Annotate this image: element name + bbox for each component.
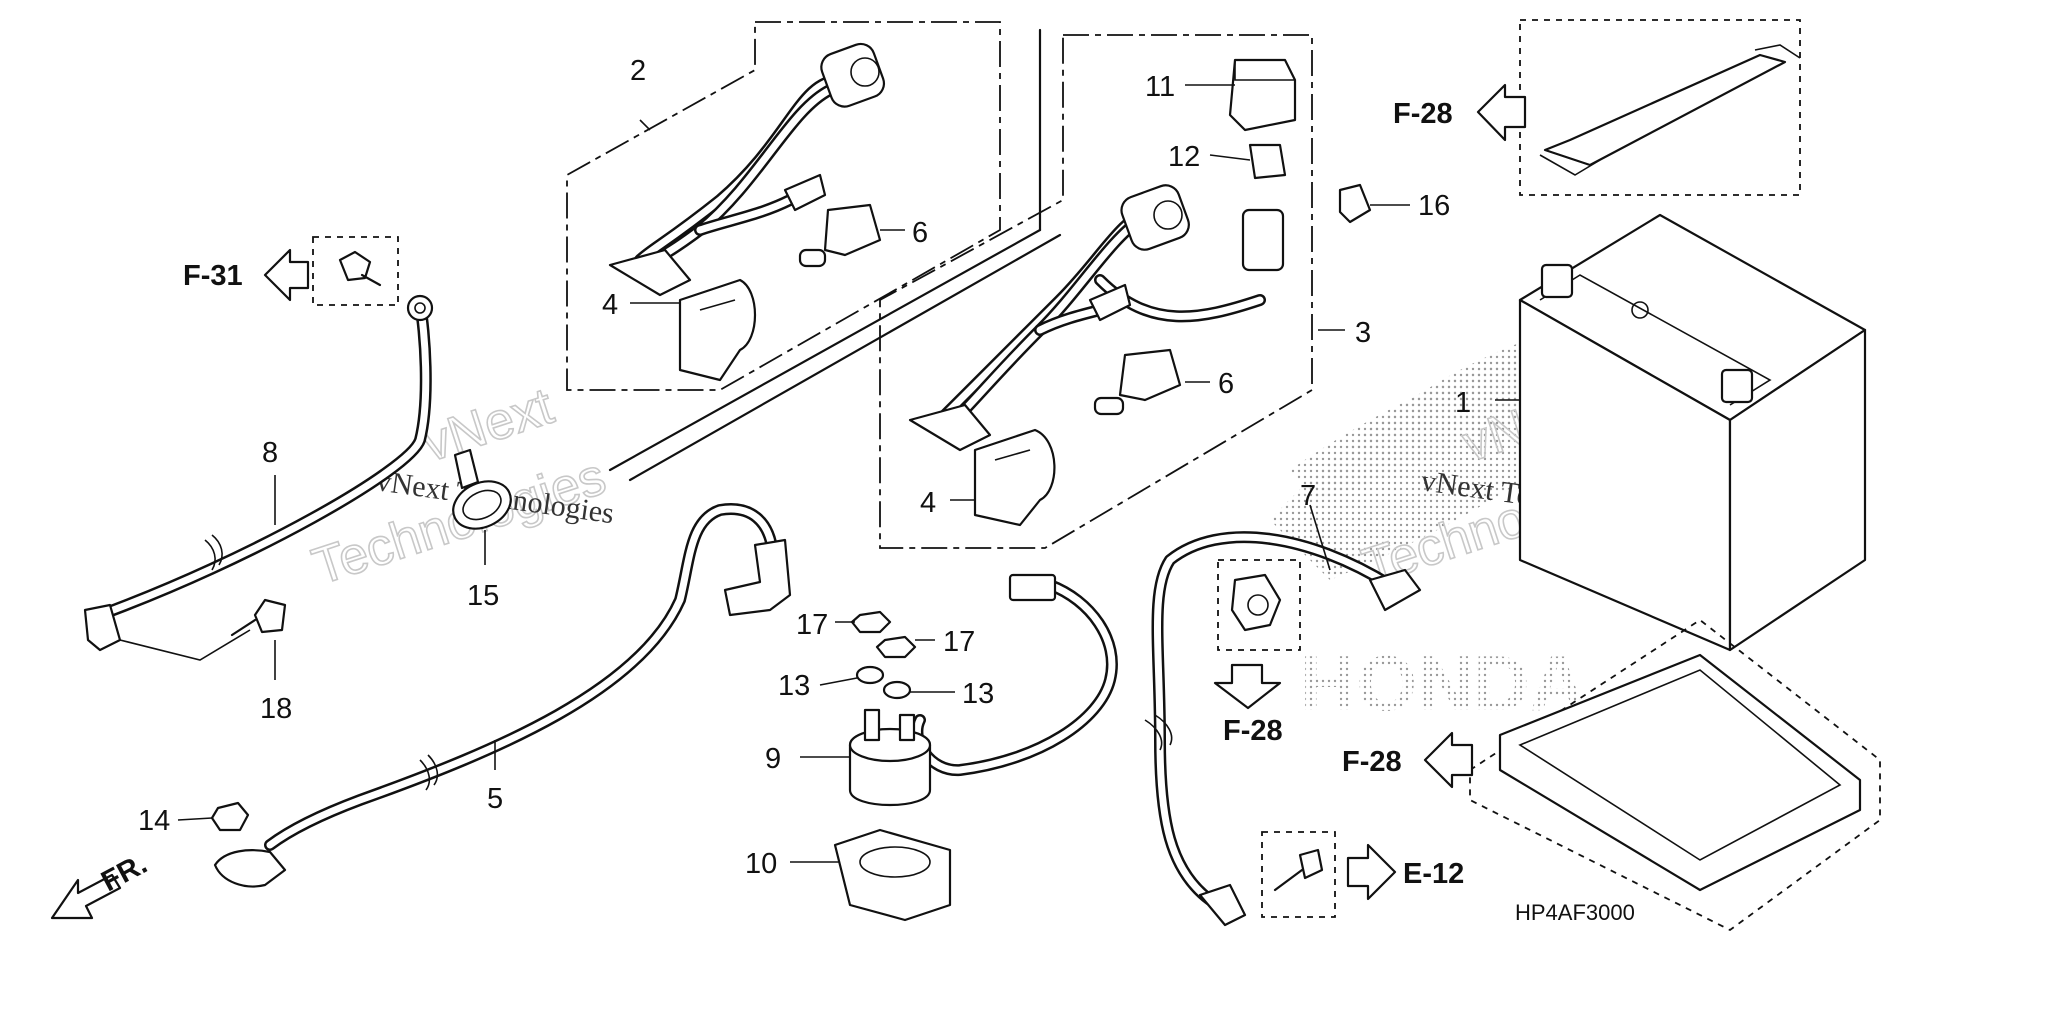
callout-6: 6 <box>1218 368 1234 400</box>
group-box-2 <box>566 21 1001 391</box>
callout-4: 4 <box>602 289 618 321</box>
cable-band-15 <box>452 448 512 530</box>
callouts: 1 2 3 4 4 5 6 6 7 8 9 10 11 12 13 13 14 … <box>138 55 1471 880</box>
diagram-code: HP4AF3000 <box>1515 900 1635 925</box>
f31-bolt-box <box>312 236 399 306</box>
harness-2 <box>608 42 886 297</box>
ref-f31[interactable]: F-31 <box>183 260 243 292</box>
callout-5: 5 <box>487 783 503 815</box>
callout-16: 16 <box>1418 190 1450 222</box>
battery-strap-box <box>1519 19 1801 196</box>
ref-f28-top[interactable]: F-28 <box>1393 98 1453 130</box>
ref-e12[interactable]: E-12 <box>1403 858 1464 890</box>
callout-17: 17 <box>796 609 828 641</box>
boot-4-top <box>678 278 757 382</box>
callout-9: 9 <box>765 743 781 775</box>
relay-11 <box>1228 58 1297 132</box>
e12-bolt-box <box>1261 831 1336 918</box>
callout-13: 13 <box>778 670 810 702</box>
harness-3 <box>908 184 1285 452</box>
boot-6-center <box>1093 348 1182 416</box>
boot-4-center <box>973 428 1056 527</box>
svg-text:vNext: vNext <box>416 377 561 473</box>
callout-3: 3 <box>1355 317 1371 349</box>
callout-8: 8 <box>262 437 278 469</box>
battery-1 <box>1518 213 1867 652</box>
callout-1: 1 <box>1455 387 1471 419</box>
svg-text:HONDA: HONDA <box>1300 639 1586 727</box>
front-direction-arrow-icon <box>50 873 122 920</box>
callout-18: 18 <box>260 693 292 725</box>
starter-relay-9 <box>848 573 1118 806</box>
separator-line <box>628 233 1062 482</box>
callout-2: 2 <box>630 55 646 87</box>
callout-15: 15 <box>467 580 499 612</box>
ref-f28-mid[interactable]: F-28 <box>1223 715 1283 747</box>
hollow-arrow-icon <box>1213 663 1282 710</box>
hollow-arrow-icon <box>1476 83 1527 142</box>
callout-4: 4 <box>920 487 936 519</box>
clip-box-7 <box>1217 559 1301 651</box>
hollow-arrow-icon <box>263 248 310 302</box>
hollow-arrow-icon <box>1346 843 1397 901</box>
cable-5 <box>213 503 792 888</box>
cable-8 <box>83 294 434 652</box>
callout-14: 14 <box>138 805 170 837</box>
group-box-3 <box>879 34 1313 549</box>
separator-line <box>608 228 1042 472</box>
bolt-18 <box>230 598 287 637</box>
callout-6: 6 <box>912 217 928 249</box>
relay-holder-10 <box>833 828 952 922</box>
ref-f28-right[interactable]: F-28 <box>1342 746 1402 778</box>
callout-17: 17 <box>943 626 975 658</box>
nuts-washers <box>210 610 917 832</box>
leader-lines <box>177 84 1520 863</box>
cable-7 <box>1144 531 1422 927</box>
battery-tray-box <box>1469 618 1881 932</box>
callout-11: 11 <box>1145 71 1175 103</box>
leader <box>119 629 251 661</box>
fuse-12 <box>1248 143 1287 180</box>
boot-6-top <box>798 203 882 268</box>
callout-10: 10 <box>745 848 777 880</box>
clip-16 <box>1338 183 1372 224</box>
callout-12: 12 <box>1168 141 1200 173</box>
callout-13: 13 <box>962 678 994 710</box>
callout-7: 7 <box>1300 480 1316 512</box>
hollow-arrow-icon <box>1423 731 1474 789</box>
